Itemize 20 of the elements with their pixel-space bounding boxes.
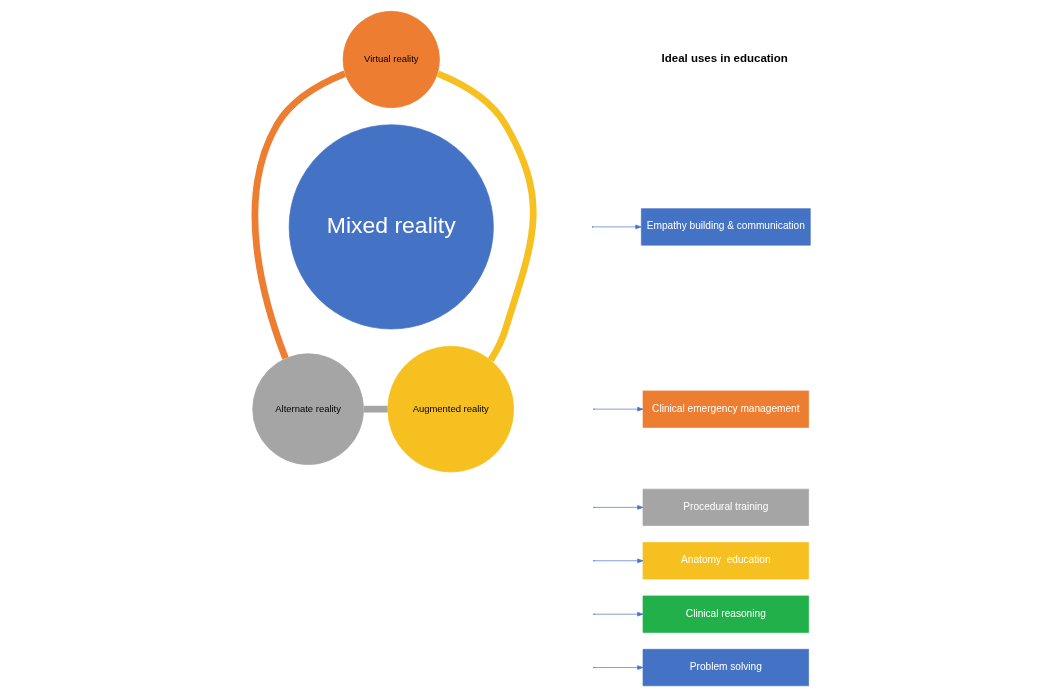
arrow	[593, 665, 643, 670]
node-box: Empathy building & communication	[640, 208, 811, 246]
connector	[363, 405, 388, 413]
node-circle: Mixed reality	[288, 124, 494, 330]
label: Ideal uses in education	[661, 51, 788, 64]
node-circle: Alternate reality	[251, 353, 364, 465]
node-box: Clinical emergency management	[642, 390, 809, 428]
node-box: Procedural training	[642, 488, 809, 526]
arrow	[593, 611, 643, 617]
connector	[251, 70, 346, 360]
arrow	[593, 406, 643, 412]
connector	[435, 70, 537, 362]
node-box: Anatomy education	[642, 542, 809, 580]
arrow	[592, 224, 641, 230]
arrow	[593, 505, 643, 510]
node-box: Clinical reasoning	[642, 595, 809, 633]
node-box: Problem solving	[642, 648, 809, 687]
node-circle: Augmented reality	[386, 345, 514, 473]
arrow	[593, 558, 643, 563]
node-circle: Virtual reality	[342, 10, 440, 109]
